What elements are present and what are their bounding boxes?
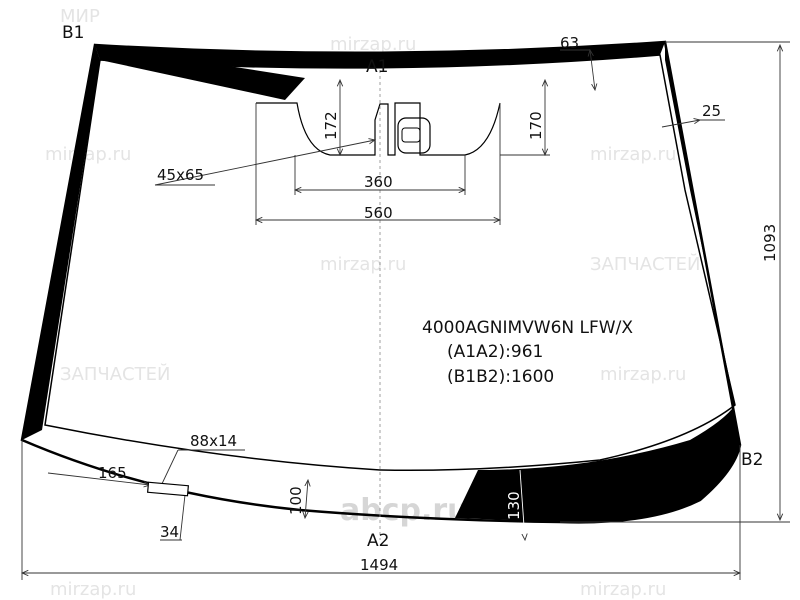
- black-band: [22, 42, 740, 523]
- dim-sensor-area: 45x65: [157, 166, 204, 184]
- watermark-text: МИР: [60, 6, 100, 27]
- watermark-text: ЗАПЧАСТЕЙ: [590, 253, 700, 275]
- b1b2-measure: (B1B2):1600: [447, 367, 554, 387]
- watermark-text: mirzap.ru: [600, 364, 686, 385]
- dim-vin-offset: 165: [98, 464, 127, 482]
- point-b2-label: B2: [741, 450, 763, 470]
- dim-bracket-outer: 560: [364, 204, 393, 222]
- dim-width: 1494: [360, 556, 398, 574]
- a1a2-measure: (A1A2):961: [447, 342, 543, 362]
- dim-top-band: 63: [560, 34, 579, 52]
- dim-bottom-band: 100: [287, 486, 305, 515]
- watermark-text: mirzap.ru: [590, 144, 676, 165]
- abcp-watermark: abcp.ru: [340, 493, 469, 528]
- print-line: [44, 54, 736, 472]
- watermark-text: mirzap.ru: [320, 254, 406, 275]
- point-a2-label: A2: [367, 531, 389, 551]
- camera-lens: [401, 127, 421, 143]
- dim-bracket-left: 172: [322, 111, 340, 140]
- dim-side-band: 25: [702, 102, 721, 120]
- point-b1-label: B1: [62, 23, 84, 43]
- dim-vin-window: 88x14: [190, 432, 237, 450]
- watermark-text: mirzap.ru: [50, 579, 136, 600]
- dimension-lines: [22, 41, 790, 580]
- watermark-text: ЗАПЧАСТЕЙ: [60, 363, 170, 385]
- dim-height: 1093: [761, 224, 779, 262]
- dim-bracket-right: 170: [527, 111, 545, 140]
- dim-vin-bottom: 34: [160, 523, 179, 541]
- glass-outline: [20, 40, 742, 524]
- dim-bracket-inner: 360: [364, 173, 393, 191]
- watermark-text: mirzap.ru: [45, 144, 131, 165]
- part-code: 4000AGNIMVW6N LFW/X: [422, 318, 633, 338]
- camera-outline: [397, 117, 431, 154]
- vin-window: [146, 481, 190, 497]
- watermark-text: mirzap.ru: [330, 34, 416, 55]
- sensor-bracket: [256, 102, 501, 156]
- watermark-layer: МИР mirzap.ru mirzap.ru mirzap.ru mirzap…: [45, 6, 700, 600]
- point-a1-label: A1: [366, 57, 388, 77]
- dim-bottom-black: 130: [505, 491, 523, 520]
- watermark-text: mirzap.ru: [580, 579, 666, 600]
